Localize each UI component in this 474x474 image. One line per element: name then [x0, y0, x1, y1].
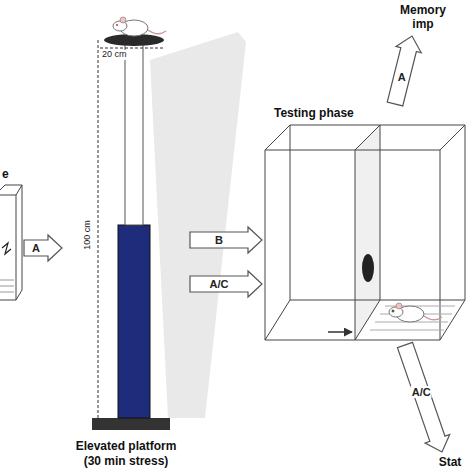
- testing-box: Testing phase: [262, 104, 470, 345]
- dimension-label: 20 cm: [101, 50, 128, 60]
- block-arrow: [190, 271, 262, 297]
- rat: [389, 303, 442, 322]
- door: [362, 254, 374, 282]
- dimension-label: 100 cm: [83, 219, 93, 251]
- rat: [113, 17, 166, 36]
- divider-wall: [355, 125, 380, 340]
- width-dimension: [100, 48, 164, 49]
- box-side: [16, 185, 22, 300]
- outcome-box: Memory imp: [376, 2, 470, 36]
- block-arrow: [190, 227, 262, 253]
- outcome-box: Stat: [428, 452, 472, 472]
- arrow-label: A/C: [411, 386, 432, 398]
- direction-arrow: [328, 331, 352, 333]
- platform-shadow: [150, 32, 246, 418]
- box-back: [290, 125, 465, 300]
- grid-floor: [0, 280, 14, 292]
- block-arrow: [24, 235, 62, 261]
- block-arrow: [387, 36, 421, 106]
- platform-tube: [125, 42, 143, 225]
- phase-heading: Testing phase: [274, 106, 354, 120]
- divider-edges: [355, 125, 380, 340]
- box-edges: [265, 125, 465, 340]
- node-text: Stat: [439, 455, 462, 469]
- testing-box: [265, 125, 465, 340]
- platform-base: [92, 418, 170, 430]
- height-dimension: [98, 40, 99, 418]
- platform-pillar: [118, 225, 150, 418]
- box-front: [0, 195, 16, 300]
- node-text: e: [2, 167, 9, 181]
- platform-group: Elevated platform (30 min stress): [62, 0, 190, 472]
- arrow-label: A: [31, 242, 41, 254]
- arrow-label: A: [397, 71, 407, 83]
- block-arrow: [397, 342, 449, 452]
- arrow-label: A/C: [209, 278, 230, 290]
- shock-symbol: [2, 243, 11, 254]
- training-box: [0, 185, 22, 300]
- training-box: e: [0, 165, 24, 305]
- box-top: [0, 185, 22, 195]
- elevated-platform: [92, 17, 246, 430]
- node-text: Memory imp: [394, 3, 452, 32]
- arrow-label: B: [214, 234, 224, 246]
- node-text: Elevated platform (30 min stress): [66, 439, 186, 468]
